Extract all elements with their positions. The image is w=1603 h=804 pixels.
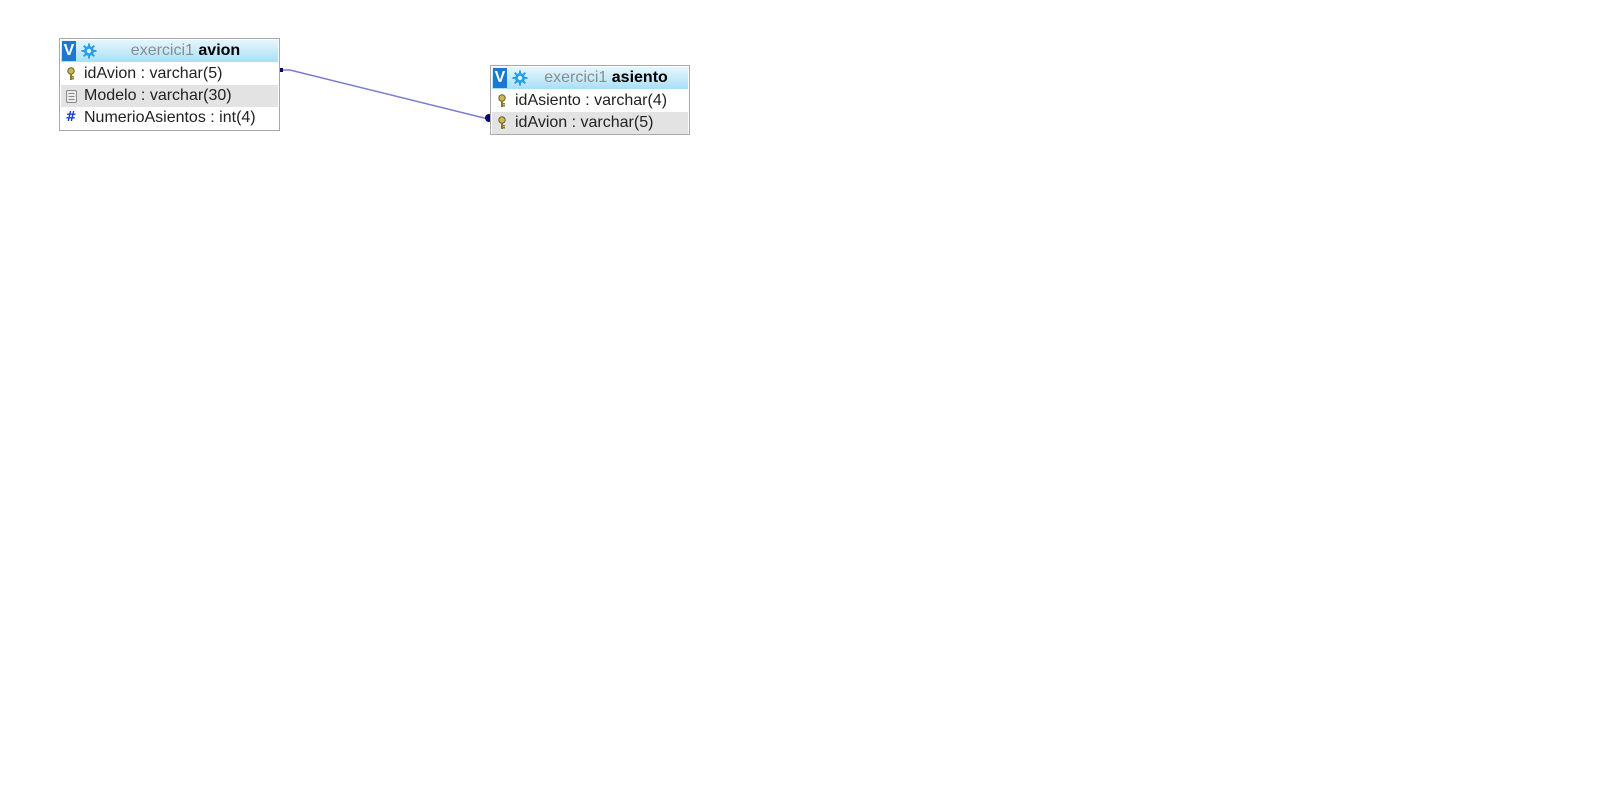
database-name: exercici1: [544, 69, 608, 86]
table-title: exercici1 asiento: [528, 69, 688, 87]
gear-icon[interactable]: [81, 43, 97, 59]
primary-key-icon: [496, 94, 508, 108]
database-name: exercici1: [130, 42, 194, 59]
column-row[interactable]: idAvion : varchar(5): [61, 63, 278, 85]
numeric-column-icon: #: [65, 110, 77, 125]
column-row[interactable]: idAvion : varchar(5): [492, 112, 688, 134]
gear-icon[interactable]: [512, 70, 528, 86]
column-row[interactable]: Modelo : varchar(30): [61, 85, 278, 107]
toggle-columns-button[interactable]: V: [493, 68, 507, 88]
column-label: idAvion : varchar(5): [515, 114, 654, 131]
column-label: idAsiento : varchar(4): [515, 92, 668, 109]
text-column-icon: [65, 89, 77, 103]
column-row[interactable]: # NumerioAsientos : int(4): [61, 107, 278, 129]
column-label: NumerioAsientos : int(4): [84, 109, 256, 126]
table-header-asiento[interactable]: V exercici1 asiento: [492, 67, 688, 89]
table-title: exercici1 avion: [97, 42, 278, 60]
column-label: idAvion : varchar(5): [84, 65, 223, 82]
column-label: Modelo : varchar(30): [84, 87, 232, 104]
table-name: asiento: [611, 69, 668, 86]
table-name: avion: [198, 42, 241, 59]
primary-key-icon: [65, 67, 77, 81]
toggle-columns-button[interactable]: V: [62, 41, 76, 61]
column-row[interactable]: idAsiento : varchar(4): [492, 90, 688, 112]
primary-key-icon: [496, 116, 508, 130]
relation-line-avion-asiento[interactable]: [282, 69, 490, 119]
table-header-avion[interactable]: V exercici1 avion: [61, 40, 278, 62]
table-asiento[interactable]: V exercici1 asiento: [490, 65, 690, 135]
table-avion[interactable]: V exercici1 avion: [59, 38, 280, 131]
